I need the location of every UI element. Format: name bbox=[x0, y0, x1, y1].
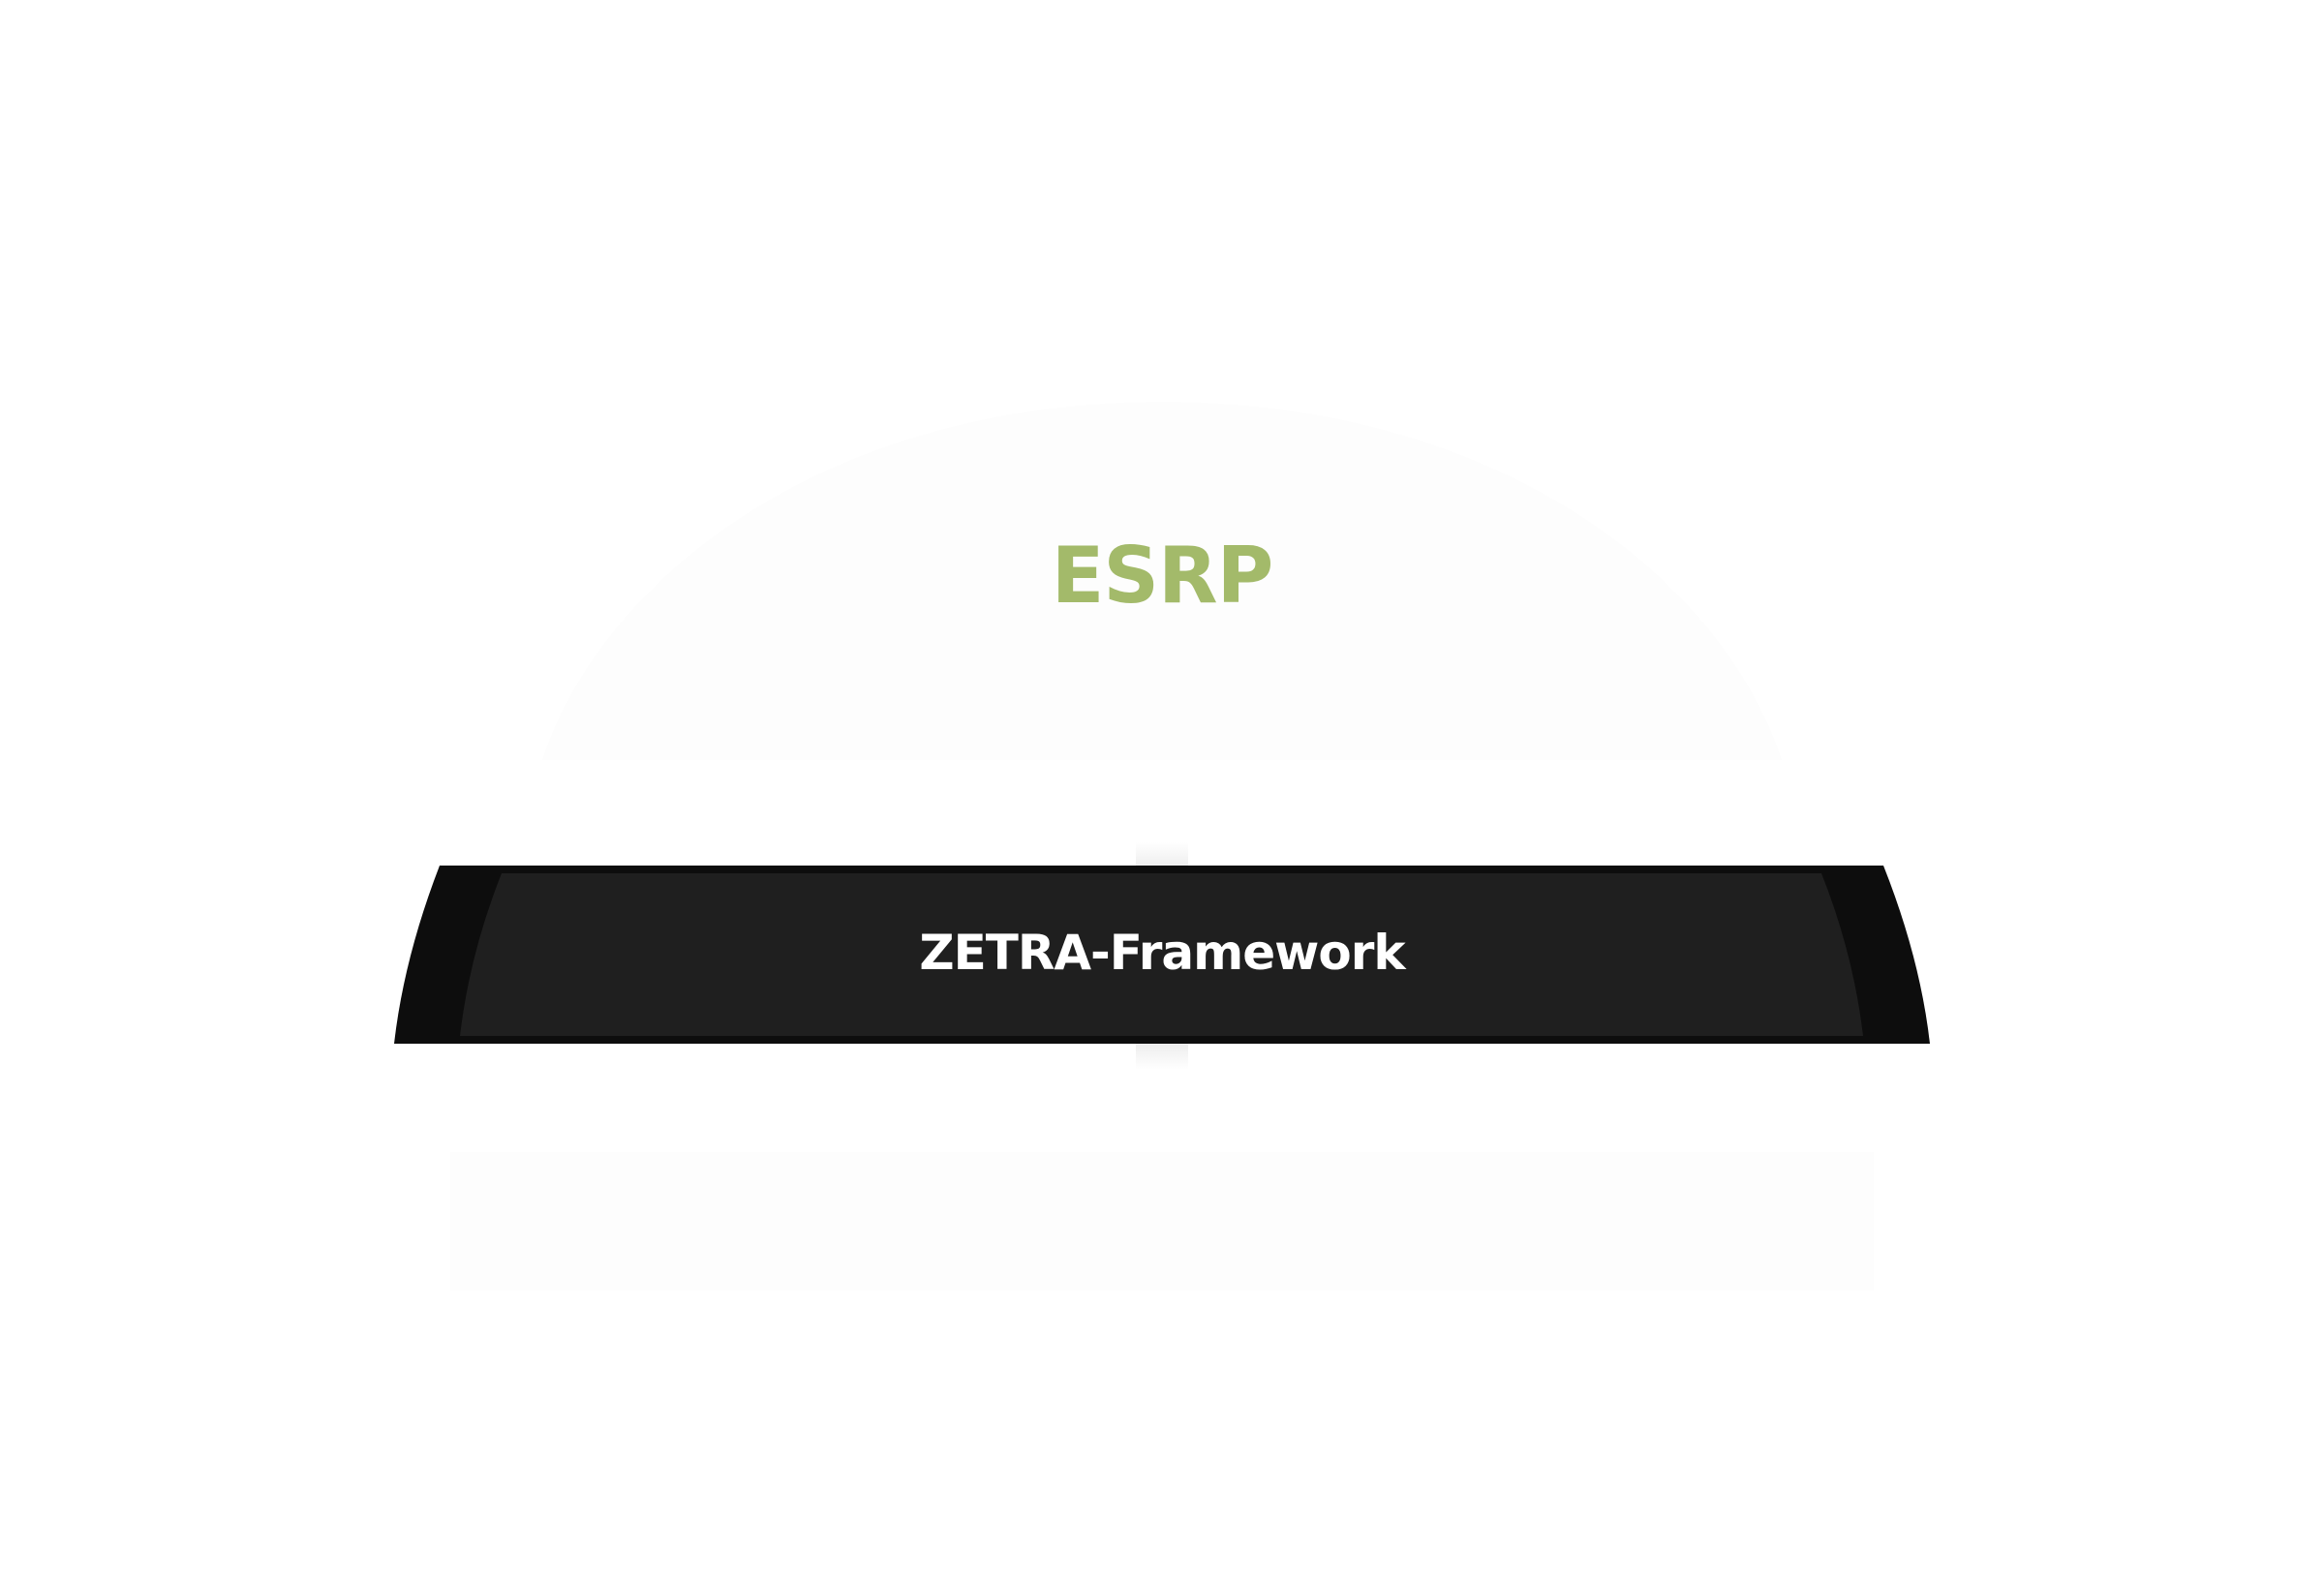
zetra-framework-label: ZETRA-Framework bbox=[919, 925, 1405, 981]
esrp-dome-shape bbox=[542, 402, 1782, 760]
esrp-label: ESRP bbox=[1051, 531, 1274, 621]
fbdm-box-shape bbox=[450, 1152, 1874, 1291]
fbdm-label: FBDM (FeedBack Development Management) bbox=[757, 1199, 1569, 1257]
zetra-band-inner bbox=[460, 873, 1863, 1036]
connector-bottom bbox=[1136, 1041, 1188, 1070]
